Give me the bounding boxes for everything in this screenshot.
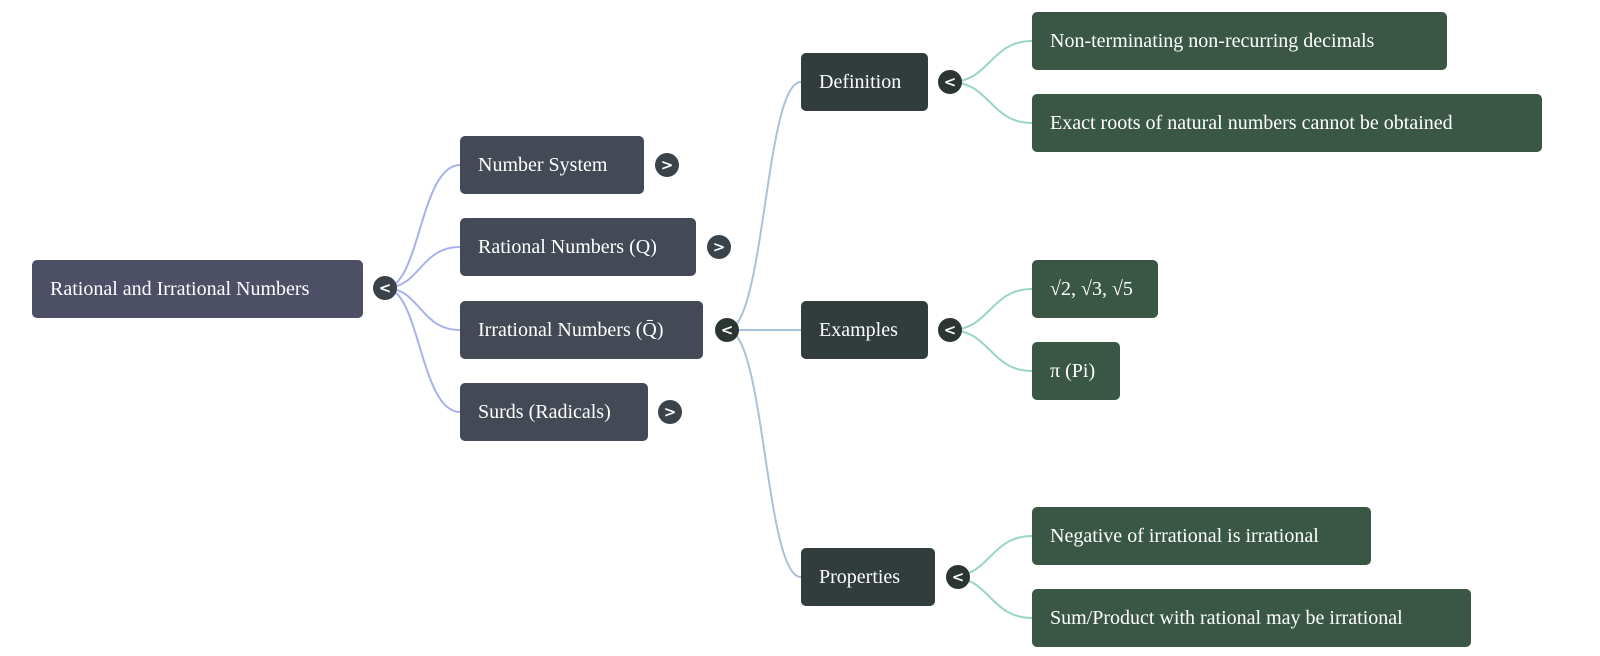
link-irrational-definition	[726, 81, 802, 331]
subtopic-definition-collapse-toggle[interactable]: <	[938, 70, 962, 94]
root-node[interactable]: Rational and Irrational Numbers	[32, 260, 363, 318]
link-examples-leaf-2	[949, 329, 1033, 372]
topic-rational-numbers-expand-toggle[interactable]: >	[707, 235, 731, 259]
topic-surds[interactable]: Surds (Radicals)	[460, 383, 648, 441]
leaf-root-examples[interactable]: √2, √3, √5	[1032, 260, 1158, 318]
topic-surds-expand-toggle[interactable]: >	[658, 400, 682, 424]
topic-number-system-expand-toggle[interactable]: >	[655, 153, 679, 177]
leaf-sum-product[interactable]: Sum/Product with rational may be irratio…	[1032, 589, 1471, 647]
leaf-non-terminating-decimals[interactable]: Non-terminating non-recurring decimals	[1032, 12, 1447, 70]
link-root-number-system	[384, 164, 461, 289]
leaf-exact-roots[interactable]: Exact roots of natural numbers cannot be…	[1032, 94, 1542, 152]
topic-rational-numbers[interactable]: Rational Numbers (Q)	[460, 218, 696, 276]
subtopic-definition[interactable]: Definition	[801, 53, 928, 111]
topic-irrational-numbers-collapse-toggle[interactable]: <	[715, 318, 739, 342]
link-definition-leaf-1	[949, 40, 1033, 83]
link-examples-leaf-1	[949, 288, 1033, 331]
topic-irrational-numbers[interactable]: Irrational Numbers (Q̄)	[460, 301, 703, 359]
link-definition-leaf-2	[949, 81, 1033, 124]
leaf-pi[interactable]: π (Pi)	[1032, 342, 1120, 400]
subtopic-properties[interactable]: Properties	[801, 548, 935, 606]
topic-number-system[interactable]: Number System	[460, 136, 644, 194]
subtopic-examples[interactable]: Examples	[801, 301, 928, 359]
subtopic-examples-collapse-toggle[interactable]: <	[938, 318, 962, 342]
subtopic-properties-collapse-toggle[interactable]: <	[946, 565, 970, 589]
root-collapse-toggle[interactable]: <	[373, 276, 397, 300]
link-root-surds	[384, 287, 461, 413]
link-irrational-properties	[726, 329, 802, 578]
leaf-negative-irrational[interactable]: Negative of irrational is irrational	[1032, 507, 1371, 565]
